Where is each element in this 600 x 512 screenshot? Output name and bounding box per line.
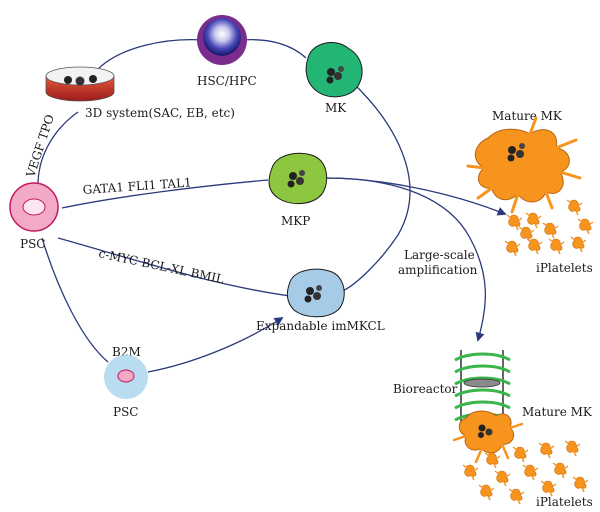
arrow-psc-to-mkp — [61, 179, 269, 209]
imMKCL-cell — [286, 268, 345, 318]
vegf-tpo-label: VEGF TPO — [23, 113, 57, 180]
arrow-mk-to-imMKCL — [339, 81, 411, 293]
arrow-hsc-to-mk — [242, 39, 307, 59]
mkp-cell — [268, 152, 328, 204]
large-scale-label: Large-scale — [404, 248, 475, 262]
3d-system-label: 3D system(SAC, EB, etc) — [85, 106, 235, 120]
expandable-imMKCL-label: Expandable imMKCL — [256, 319, 385, 333]
arrow-psc-to-b2m — [41, 237, 109, 363]
arrow-psc-to-3d — [37, 111, 79, 186]
arrow-b2m-to-imMKCL — [147, 317, 284, 373]
mature-mk-top-cell — [466, 116, 582, 214]
gata1-fli1-tal1-label: GATA1 FLI1 TAL1 — [82, 175, 192, 197]
hsc-hpc-cell — [197, 15, 247, 65]
mature-mk-bottom-label: Mature MK — [522, 405, 593, 419]
mkp-label: MKP — [281, 214, 310, 228]
b2m-label: B2M — [112, 345, 141, 359]
arrow-3d-to-hsc — [94, 39, 203, 73]
hsc-hpc-label: HSC/HPC — [197, 74, 257, 88]
arrow-mkp-to-bioreactor — [325, 177, 487, 342]
arrow-psc-to-imMKCL — [57, 237, 291, 297]
mk-cell — [305, 42, 363, 98]
psc-cell-left — [9, 182, 59, 232]
mature-mk-top-label: Mature MK — [492, 109, 563, 123]
mature-mk-bottom-cell — [452, 410, 524, 464]
iplatelets-top-group — [504, 199, 594, 257]
psc-cell-bottom — [104, 355, 148, 399]
arrow-mkp-to-iplatelets — [325, 177, 507, 216]
iplatelets-top-label: iPlatelets — [536, 261, 593, 275]
3d-culture-dish — [45, 66, 115, 102]
psc-left-label: PSC — [20, 237, 45, 251]
psc-bottom-label: PSC — [113, 405, 138, 419]
iplatelets-bottom-label: iPlatelets — [536, 495, 593, 509]
c-myc-bcl-xl-bmil-label: c-MYC BCL-XL BMIL — [97, 246, 225, 286]
mk-label: MK — [325, 101, 347, 115]
amplification-label: amplification — [398, 263, 478, 277]
bioreactor-label: Bioreactor — [393, 382, 458, 396]
